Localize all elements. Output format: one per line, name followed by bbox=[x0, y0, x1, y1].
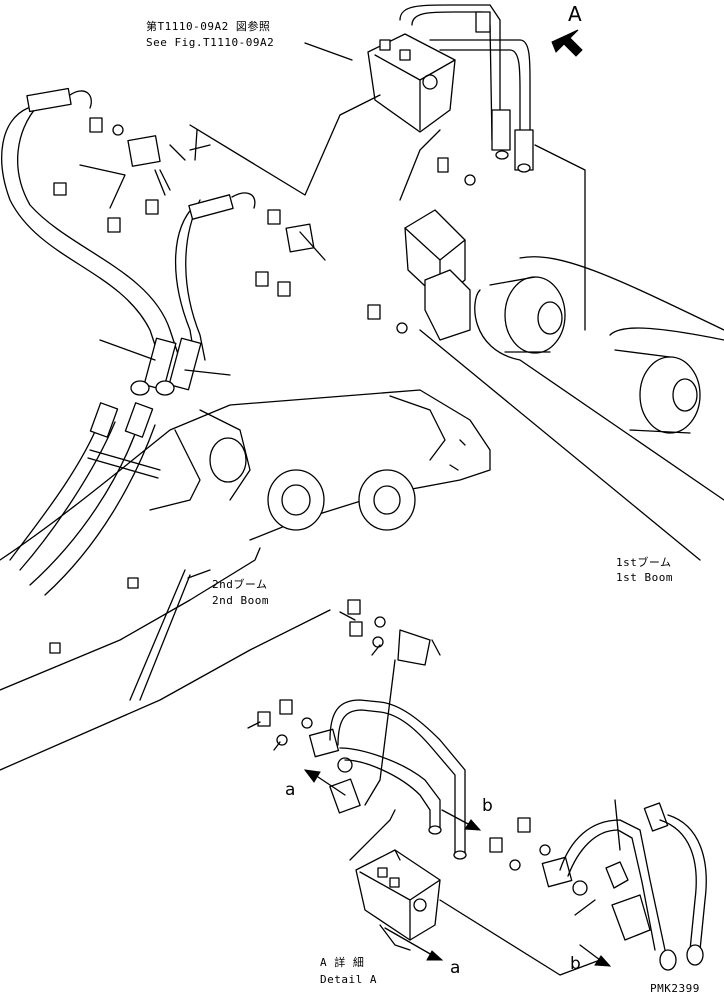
view-a-label: A bbox=[568, 2, 583, 26]
arrow-label-b-upper: b bbox=[482, 796, 494, 816]
first-boom-label-jp: 1stブーム bbox=[616, 556, 672, 569]
fitting-details bbox=[53, 117, 326, 297]
second-boom bbox=[0, 389, 491, 771]
detail-a bbox=[247, 599, 707, 976]
reference-label-jp: 第T1110-09A2 図参照 bbox=[146, 20, 271, 33]
view-arrow-a bbox=[551, 29, 583, 57]
leader-lines bbox=[99, 42, 353, 579]
reference-label-en: See Fig.T1110-09A2 bbox=[146, 36, 275, 49]
valve-block-top bbox=[189, 4, 586, 331]
second-boom-label-jp: 2ndブーム bbox=[212, 578, 268, 591]
drawing-code: PMK2399 bbox=[650, 982, 700, 995]
hose-assemblies bbox=[1, 87, 256, 596]
arrow-label-a-lower: a bbox=[450, 958, 461, 978]
first-boom bbox=[367, 209, 724, 561]
arrow-label-a-upper: a bbox=[285, 780, 296, 800]
arrow-label-b-lower: b bbox=[570, 954, 582, 974]
detail-a-label-jp: A 詳 細 bbox=[320, 956, 365, 969]
detail-a-label-en: Detail A bbox=[320, 973, 377, 986]
first-boom-label-en: 1st Boom bbox=[616, 571, 673, 584]
second-boom-label-en: 2nd Boom bbox=[212, 594, 269, 607]
